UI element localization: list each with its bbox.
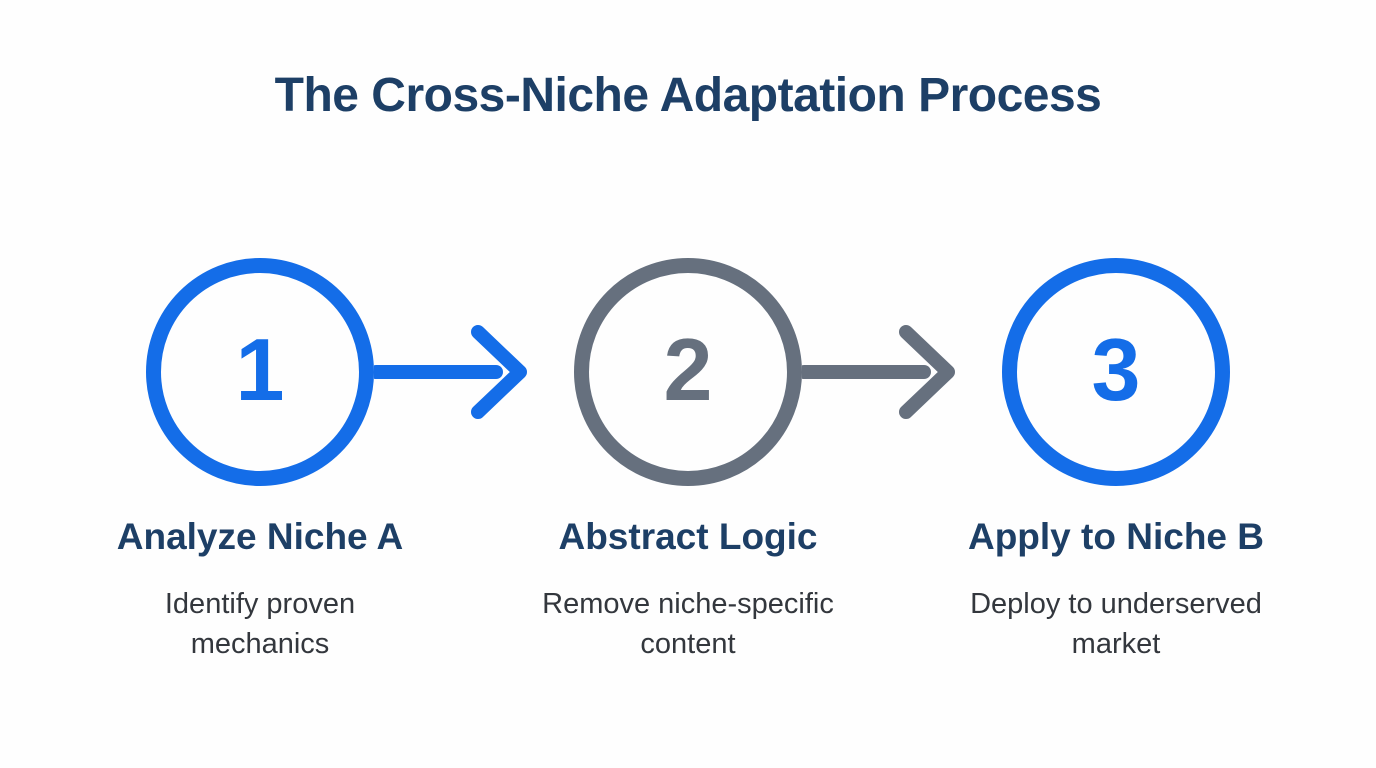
step-1-description: Identify proven mechanics	[164, 588, 356, 660]
step-2-label: Abstract Logic Remove niche-specific con…	[458, 516, 918, 664]
arrow-step1-to-step2-icon	[374, 325, 527, 419]
step-3-number: 3	[1091, 320, 1141, 419]
step-1-label: Analyze Niche A Identify proven mechanic…	[30, 516, 490, 664]
page-title: The Cross-Niche Adaptation Process	[274, 69, 1102, 122]
step-3-description: Deploy to underserved market	[970, 588, 1262, 660]
step-2-title: Abstract Logic	[558, 516, 818, 557]
step-2-number: 2	[663, 320, 713, 419]
step-3-title: Apply to Niche B	[967, 516, 1265, 557]
step-2-description: Remove niche-specific content	[542, 588, 834, 660]
step-1-number: 1	[235, 320, 285, 419]
arrow-step2-to-step3-icon	[802, 325, 955, 419]
step-1-circle: 1	[146, 258, 374, 486]
step-1-title: Analyze Niche A	[116, 516, 404, 557]
step-3-label: Apply to Niche B Deploy to underserved m…	[886, 516, 1346, 664]
step-3-circle: 3	[1002, 258, 1230, 486]
step-2-circle: 2	[574, 258, 802, 486]
